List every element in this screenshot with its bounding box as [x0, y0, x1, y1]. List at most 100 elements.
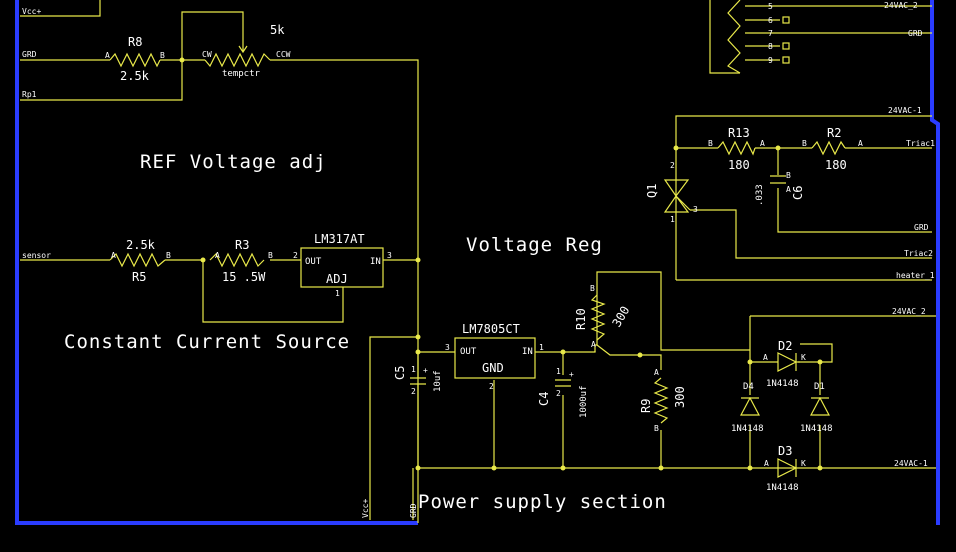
pot-cw: CW	[202, 50, 212, 59]
c6-ref: C6	[791, 186, 805, 200]
resistor-r9[interactable]: R9 300 A B	[639, 368, 687, 433]
lm7805-pin-in: 1	[539, 343, 544, 352]
q1-pin3: 3	[693, 205, 698, 214]
capacitor-c6[interactable]: .033 C6 B A	[755, 171, 805, 206]
q1-pin1: 1	[670, 215, 675, 224]
lm7805-gnd: GND	[482, 361, 504, 375]
net-vcc-bottom: Vcc+	[361, 499, 370, 518]
d3-ref: D3	[778, 444, 792, 458]
r2-ref: R2	[827, 126, 841, 140]
c6-pin-a: A	[786, 185, 791, 194]
net-triac2: Triac2	[904, 249, 933, 258]
connector-pins: 5 6 7 8 9	[768, 2, 773, 65]
resistor-r8[interactable]: R8 2.5k A B	[105, 35, 165, 83]
r13-ref: R13	[728, 126, 750, 140]
r3-ref: R3	[235, 238, 249, 252]
r13-pin-a: A	[760, 139, 765, 148]
triac-q1[interactable]: Q1 2 1 3	[645, 161, 698, 224]
net-vcc-top: Vcc+	[22, 7, 41, 16]
d2-k: K	[801, 353, 806, 362]
lm317-pin-out: 2	[293, 251, 298, 260]
r9-ref: R9	[639, 399, 653, 413]
resistor-r5[interactable]: 2.5k R5 A B	[109, 238, 171, 284]
section-power-supply: Power supply section	[418, 491, 667, 513]
lm7805-name: LM7805CT	[462, 322, 520, 336]
resistor-r10[interactable]: R10 300 B A	[574, 284, 632, 349]
r5-pin-a: A	[111, 251, 116, 260]
r10-pin-b: B	[590, 284, 595, 293]
d3-k: K	[801, 459, 806, 468]
lm317-pin-in: 3	[387, 251, 392, 260]
r3-value: 15 .5W	[222, 270, 266, 284]
c4-ref: C4	[537, 392, 551, 406]
right-section-border	[930, 0, 940, 525]
lm7805-in: IN	[522, 347, 533, 357]
c5-pin2: 2	[411, 387, 416, 396]
q1-ref: Q1	[645, 184, 659, 198]
pot-value: 5k	[270, 23, 285, 37]
triac-wiring	[673, 0, 932, 281]
resistor-r3[interactable]: R3 15 .5W A B	[209, 238, 273, 284]
capacitor-c5[interactable]: + C5 10uf 1 2	[393, 352, 443, 396]
c6-pin-b: B	[786, 171, 791, 180]
c4-value: 1000uf	[579, 385, 589, 418]
lm317-in: IN	[370, 257, 381, 267]
diode-d3[interactable]: D3 1N4148 A K	[764, 444, 806, 493]
lm7805-out: OUT	[460, 347, 477, 357]
net-24vac1-mid: 24VAC-1	[888, 106, 922, 115]
c5-value: 10uf	[433, 370, 443, 392]
resistor-r13[interactable]: R13 180 B A	[708, 126, 765, 172]
section-constant-current: Constant Current Source	[64, 331, 350, 353]
resistor-r2[interactable]: R2 180 B A	[802, 126, 863, 172]
regulator-lm317[interactable]: LM317AT OUT IN ADJ 2 3 1	[293, 232, 392, 298]
lm7805-pin-gnd: 2	[489, 382, 494, 391]
d3-value: 1N4148	[766, 483, 799, 493]
net-24vac2-top: 24VAC_2	[884, 1, 918, 10]
d4-ref: D4	[743, 382, 754, 392]
power-supply-wiring	[369, 271, 936, 520]
r5-value: 2.5k	[126, 238, 156, 252]
r9-pin-b: B	[654, 424, 659, 433]
r2-pin-b: B	[802, 139, 807, 148]
net-heater1: heater_1	[896, 271, 935, 280]
c4-pin1: 1	[556, 367, 561, 376]
diode-d4[interactable]: D4 1N4148	[731, 382, 764, 434]
r13-value: 180	[728, 158, 750, 172]
section-ref-voltage: REF Voltage adj	[140, 151, 327, 173]
r2-pin-a: A	[858, 139, 863, 148]
net-grd-bottom: GRD	[409, 503, 418, 518]
diode-d1[interactable]: D1 1N4148	[800, 382, 833, 434]
diode-d2[interactable]: D2 1N4148 A K	[750, 339, 806, 389]
pin-label: 9	[768, 56, 773, 65]
c4-pin2: 2	[556, 389, 561, 398]
net-24vac1-bottom: 24VAC-1	[894, 459, 928, 468]
r3-pin-a: A	[215, 251, 220, 260]
pin-label: 8	[768, 42, 773, 51]
r5-pin-b: B	[166, 251, 171, 260]
svg-text:+: +	[423, 366, 428, 375]
lm317-name: LM317AT	[314, 232, 365, 246]
r8-pin-a: A	[105, 51, 110, 60]
lm317-pin-adj: 1	[335, 289, 340, 298]
r10-ref: R10	[574, 308, 588, 330]
pin-label: 5	[768, 2, 773, 11]
d4-value: 1N4148	[731, 424, 764, 434]
d2-a: A	[763, 353, 768, 362]
lm317-out: OUT	[305, 257, 322, 267]
capacitor-c4[interactable]: + C4 1000uf 1 2	[537, 367, 589, 418]
pot-name: tempctr	[222, 69, 261, 79]
r9-value: 300	[673, 386, 687, 408]
net-grd-left: GRD	[22, 50, 37, 59]
net-grd-right: GRD	[908, 29, 923, 38]
d2-value: 1N4148	[766, 379, 799, 389]
c5-ref: C5	[393, 366, 407, 380]
regulator-lm7805[interactable]: LM7805CT OUT IN GND 3 1 2	[445, 322, 544, 391]
d3-a: A	[764, 459, 769, 468]
pin-label: 7	[768, 29, 773, 38]
svg-text:+: +	[569, 370, 574, 379]
net-grd-right2: GRD	[914, 223, 929, 232]
r13-pin-b: B	[708, 139, 713, 148]
potentiometer-tempctr[interactable]: 5k tempctr CW CCW	[202, 23, 291, 79]
q1-pin2: 2	[670, 161, 675, 170]
r10-pin-a: A	[591, 340, 596, 349]
